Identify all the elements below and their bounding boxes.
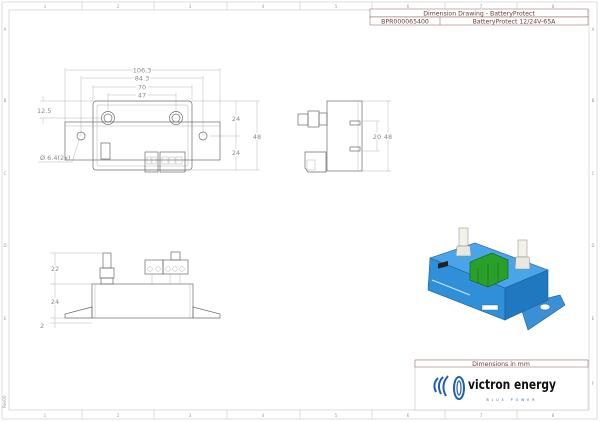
revision-label: Rev00 (2, 395, 7, 408)
front-stud (102, 252, 112, 269)
render-side (504, 269, 549, 321)
logo-tagline: BLUE POWER (487, 398, 538, 402)
zone-row-d-right: D (591, 243, 594, 248)
seven-segment-display (100, 142, 111, 160)
dim-side-height: 48 (384, 133, 392, 141)
zone-row-b-right: B (592, 98, 595, 103)
dim-hole-diameter: Ø 6.4(2x) (40, 154, 71, 162)
render-stud-left (455, 227, 472, 257)
product-description: BatteryProtect 12/24V-65A (473, 19, 557, 26)
zone-row-c-right: C (592, 171, 595, 176)
front-body (91, 283, 194, 319)
zone-col-5: 5 (335, 4, 338, 9)
product-3d-render (427, 227, 566, 331)
zone-row-e-right: E (592, 316, 595, 321)
drawing-title: Dimension Drawing - BatteryProtect (423, 11, 535, 18)
dim-stud-height: 22 (51, 265, 59, 273)
zone-labels: 1 2 3 4 5 6 7 8 1 2 3 4 5 6 7 8 A B C D … (2, 4, 595, 418)
zone-row-b: B (4, 98, 7, 103)
top-view: 106.3 84.3 70 47 12.5 24 24 48 Ø 6.4(2x) (37, 66, 264, 173)
stud-left (101, 111, 115, 125)
connector-2pin (144, 151, 159, 173)
side-connector (304, 151, 327, 173)
dim-stud-offset: 12.5 (37, 107, 51, 115)
logo-block: Dimensions in mm victron energy BLUE POW… (414, 359, 589, 411)
zone-col-3: 3 (189, 4, 192, 9)
zone-row-a: A (4, 27, 7, 32)
zone-row-d: D (3, 243, 6, 248)
zone-dividers (81, 2, 518, 419)
side-stud (297, 113, 309, 126)
body-outline (92, 100, 193, 171)
victron-logo-icon (433, 375, 465, 400)
zone-row-c: C (4, 171, 7, 176)
dim-stud-spacing: 47 (138, 92, 146, 100)
side-body (326, 100, 363, 172)
render-green-connector (469, 252, 509, 288)
dim-body-width: 70 (138, 84, 146, 92)
front-connector-2pin (144, 259, 164, 275)
stud-right (169, 111, 183, 125)
dimension-lines (38, 68, 260, 171)
title-block: Dimension Drawing - BatteryProtect BPR00… (369, 8, 589, 26)
zone-col-3-bottom: 3 (189, 413, 192, 418)
dim-body-height: 24 (51, 298, 59, 306)
zone-row-a-right: A (592, 27, 595, 32)
flange-right (192, 306, 221, 319)
zone-col-6-bottom: 6 (407, 413, 410, 418)
inner-border (8, 9, 590, 411)
zone-col-2-bottom: 2 (117, 413, 120, 418)
zone-col-6: 6 (407, 4, 410, 9)
logo-brand: victron energy (468, 378, 556, 393)
dim-lower-half: 24 (232, 149, 240, 157)
zone-row-e: E (4, 316, 7, 321)
zone-col-1-bottom: 1 (44, 413, 47, 418)
zone-col-1: 1 (44, 4, 47, 9)
dim-slot-height: 20 (373, 133, 381, 141)
zone-col-8: 8 (552, 4, 555, 9)
side-view: 20 48 (297, 100, 395, 173)
zone-col-7: 7 (480, 4, 483, 9)
flange-left (64, 306, 93, 319)
zone-col-4-bottom: 4 (262, 413, 265, 418)
zone-col-7-bottom: 7 (480, 413, 483, 418)
mounting-flange (64, 121, 221, 161)
front-view: 22 24 2 (40, 251, 221, 330)
dim-flange-thickness: 2 (40, 322, 44, 330)
dim-height: 48 (253, 133, 261, 141)
render-stud-right (514, 239, 531, 270)
zone-row-f-right: F (592, 381, 595, 386)
dim-overall-width: 106.3 (133, 67, 152, 75)
zone-col-4: 4 (262, 4, 265, 9)
units-note: Dimensions in mm (472, 361, 530, 368)
part-number: BPR000065400 (381, 19, 429, 26)
dim-hole-spacing: 84.3 (135, 75, 149, 83)
dim-upper-half: 24 (232, 115, 240, 123)
zone-col-8-bottom: 8 (552, 413, 555, 418)
connector-3pin (159, 151, 186, 173)
zone-col-2: 2 (117, 4, 120, 9)
zone-col-5-bottom: 5 (335, 413, 338, 418)
